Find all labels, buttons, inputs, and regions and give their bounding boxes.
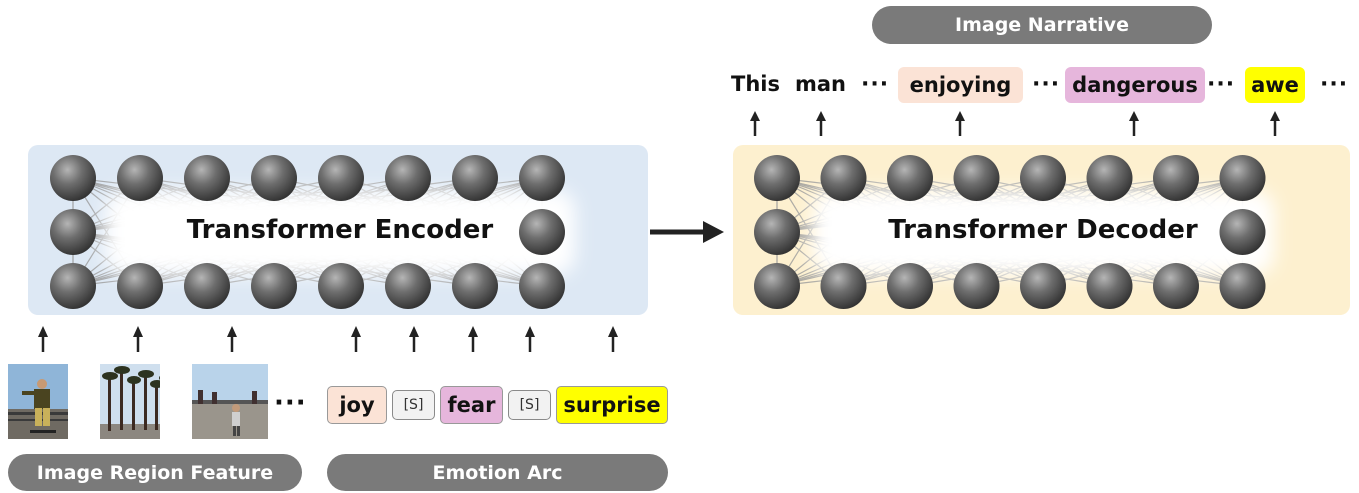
decoder-node — [887, 263, 933, 309]
separator-token: [S] — [508, 390, 551, 420]
narrative-ellipsis-3: ··· — [1207, 72, 1236, 97]
image-region-ellipsis: ··· — [274, 388, 307, 418]
decoder-node — [1020, 263, 1066, 309]
encoder-node — [117, 155, 163, 201]
decoder-node — [953, 263, 1000, 309]
decoder-node — [953, 155, 1000, 201]
decoder-node — [1219, 155, 1266, 201]
narrative-ellipsis-4: ··· — [1320, 72, 1349, 97]
encoder-node — [519, 209, 565, 255]
image-region-thumbnail-skater — [8, 364, 68, 439]
output-arrow — [955, 111, 965, 136]
joy-text: joy — [339, 393, 375, 417]
narrative-ellipsis-2: ··· — [1032, 72, 1061, 97]
output-arrow — [1129, 111, 1139, 136]
encoder-node — [385, 263, 431, 309]
separator-text: [S] — [519, 397, 540, 413]
input-arrow — [525, 326, 535, 352]
narrative-token-man: man — [795, 72, 847, 96]
encoder-node — [184, 155, 230, 201]
narrative-ellipsis-1: ··· — [861, 72, 890, 97]
input-arrow — [133, 326, 143, 352]
emotion-token-joy: joy — [327, 386, 387, 424]
palms-image — [100, 364, 160, 439]
input-arrow — [227, 326, 237, 352]
output-arrows — [750, 111, 1280, 136]
encoder-node — [519, 263, 565, 309]
input-arrow — [409, 326, 419, 352]
awe-text: awe — [1251, 73, 1299, 97]
decoder-node — [1153, 263, 1199, 309]
encoder-node — [251, 155, 297, 201]
image-narrative-text: Image Narrative — [955, 14, 1129, 36]
encoder-node — [50, 209, 96, 255]
input-arrow — [351, 326, 361, 352]
input-arrows — [38, 326, 618, 352]
decoder-node — [887, 155, 933, 201]
decoder-nodes — [754, 155, 1266, 309]
decoder-node — [1219, 263, 1266, 309]
output-arrow — [750, 111, 760, 136]
dangerous-text: dangerous — [1072, 73, 1198, 97]
encoder-node — [318, 263, 364, 309]
encoder-node — [385, 155, 431, 201]
decoder-node — [1086, 263, 1133, 309]
image-narrative-label: Image Narrative — [872, 6, 1212, 44]
image-region-thumbnail-palms — [100, 364, 160, 439]
surprise-text: surprise — [563, 393, 661, 417]
output-arrow — [1270, 111, 1280, 136]
decoder-node — [754, 155, 800, 201]
encoder-nodes — [50, 155, 565, 309]
separator-token: [S] — [392, 390, 435, 420]
image-region-feature-label: Image Region Feature — [8, 454, 302, 491]
encoder-glow — [105, 190, 575, 275]
decoder-node — [754, 209, 800, 255]
encoder-node — [184, 263, 230, 309]
fear-text: fear — [447, 393, 496, 417]
encoder-node — [318, 155, 364, 201]
enjoying-text: enjoying — [909, 73, 1012, 97]
encoder-node — [50, 155, 96, 201]
decoder-label: Transformer Decoder — [888, 215, 1198, 245]
emotion-arc-text: Emotion Arc — [432, 461, 563, 484]
decoder-node — [1020, 155, 1066, 201]
narrative-token-this: This — [731, 72, 780, 96]
decoder-node — [754, 263, 800, 309]
emotion-arc-label: Emotion Arc — [327, 454, 668, 491]
decoder-node — [1153, 155, 1199, 201]
image-region-feature-text: Image Region Feature — [36, 461, 274, 484]
input-arrow — [608, 326, 618, 352]
decoder-node — [1219, 209, 1266, 255]
boardwalk-image — [192, 364, 268, 439]
decoder-node — [820, 263, 867, 309]
narrative-token-enjoying: enjoying — [898, 67, 1023, 103]
encoder-label: Transformer Encoder — [186, 215, 494, 245]
separator-text: [S] — [403, 397, 424, 413]
encoder-node — [452, 263, 498, 309]
encoder-node — [117, 263, 163, 309]
decoder-glow — [812, 190, 1274, 275]
narrative-token-dangerous: dangerous — [1065, 67, 1205, 103]
emotion-token-surprise: surprise — [556, 386, 668, 424]
narrative-token-awe: awe — [1245, 67, 1305, 103]
image-region-thumbnail-boardwalk — [192, 364, 268, 439]
encoder-to-decoder-arrow-head — [703, 221, 724, 243]
skater-image — [8, 364, 68, 439]
encoder-node — [519, 155, 565, 201]
output-arrow — [816, 111, 826, 136]
decoder-node — [1086, 155, 1133, 201]
encoder-node — [452, 155, 498, 201]
decoder-node — [820, 155, 867, 201]
encoder-node — [251, 263, 297, 309]
input-arrow — [468, 326, 478, 352]
emotion-token-fear: fear — [440, 386, 503, 424]
input-arrow — [38, 326, 48, 352]
encoder-node — [50, 263, 96, 309]
